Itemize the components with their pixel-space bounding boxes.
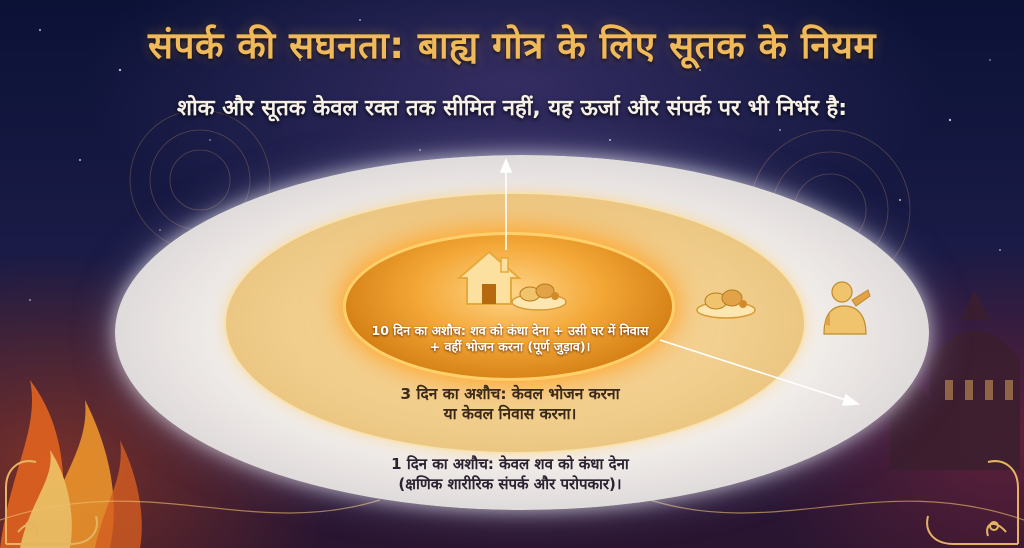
outer-label-line1: 1 दिन का अशौच: केवल शव को कंधा देना <box>391 455 629 473</box>
inner-circle-label: 10 दिन का अशौच: शव को कंधा देना + उसी घर… <box>360 323 660 356</box>
page-title: संपर्क की सघनता: बाह्य गोत्र के लिए सूतक… <box>147 24 877 67</box>
outer-label-line2: (क्षणिक शारीरिक संपर्क और परोपकार)। <box>398 474 622 493</box>
corner-ornament-left <box>5 460 98 545</box>
inner-label-line1: 10 दिन का अशौच: शव को कंधा देना + उसी घर… <box>371 323 649 338</box>
corner-ornament-right <box>926 460 1019 545</box>
middle-label-line1: 3 दिन का अशौच: केवल भोजन करना <box>400 385 620 403</box>
inner-circle <box>343 232 675 381</box>
food-plate-icon <box>511 283 567 311</box>
middle-circle-label: 3 दिन का अशौच: केवल भोजन करना या केवल नि… <box>340 384 680 424</box>
outer-circle-label: 1 दिन का अशौच: केवल शव को कंधा देना (क्ष… <box>330 455 690 494</box>
house-icon <box>456 250 522 305</box>
page-subtitle: शोक और सूतक केवल रक्त तक सीमित नहीं, यह … <box>177 96 847 121</box>
inner-label-line2: + वहीं भोजन करना (पूर्ण जुड़ाव)। <box>429 339 591 355</box>
food-plate-icon <box>696 289 756 319</box>
person-carrying-icon <box>823 281 871 335</box>
middle-label-line2: या केवल निवास करना। <box>443 405 577 424</box>
